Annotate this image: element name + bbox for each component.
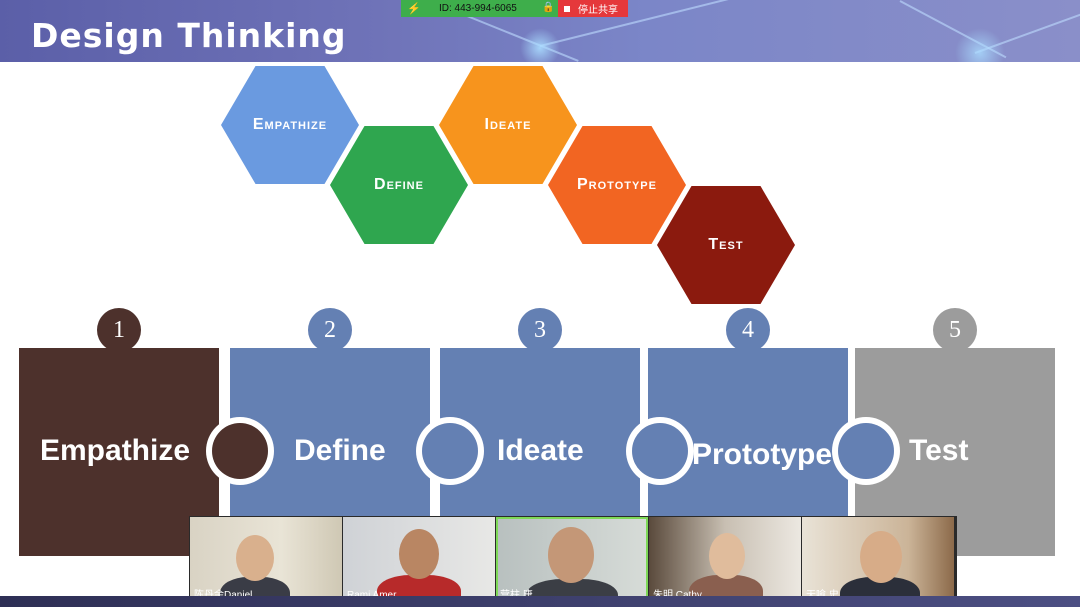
step-number-4: 4 <box>726 308 770 352</box>
participant-tile[interactable]: Rami Amer <box>343 517 495 603</box>
connector-knob-4 <box>838 423 894 479</box>
step-label-2: Define <box>294 434 386 467</box>
share-toolbar: ⚡ ID: 443-994-6065 🔒 停止共享 <box>401 0 628 17</box>
stop-share-label: 停止共享 <box>578 5 618 16</box>
meeting-id: ID: 443-994-6065 <box>439 3 517 14</box>
participant-video-strip: 陈丹余Daniel Rami Amer 营柱 唐 朱明 Cathy 天喻 史 <box>189 516 957 604</box>
hexagon-test: Test <box>657 186 795 304</box>
stop-share-button[interactable]: 停止共享 <box>558 0 628 17</box>
participant-name: 营柱 唐 <box>500 586 533 601</box>
connector-knob-3 <box>632 423 688 479</box>
participant-name: 朱明 Cathy <box>653 586 702 601</box>
lock-icon: 🔒 <box>542 2 555 13</box>
signal-icon: ⚡ <box>407 3 421 15</box>
bottom-bar <box>0 596 1080 607</box>
stop-icon <box>564 5 570 12</box>
step-label-1: Empathize <box>40 434 191 467</box>
participant-name: 陈丹余Daniel <box>194 586 252 601</box>
hexagon-prototype: Prototype <box>548 126 686 244</box>
hexagon-define: Define <box>330 126 468 244</box>
step-number-3: 3 <box>518 308 562 352</box>
participant-tile[interactable]: 天喻 史 <box>802 517 954 603</box>
step-label-4: Prototype <box>692 438 833 471</box>
step-label-5: Test <box>909 434 969 467</box>
participant-tile[interactable]: 营柱 唐 <box>496 517 648 603</box>
slide-title: Design Thinking <box>31 16 347 55</box>
step-number-1: 1 <box>97 308 141 352</box>
connector-knob-2 <box>422 423 478 479</box>
step-number-2: 2 <box>308 308 352 352</box>
participant-name: 天喻 史 <box>806 586 839 601</box>
hexagon-empathize: Empathize <box>221 66 359 184</box>
step-piece-1: Empathize <box>19 348 219 556</box>
participant-name: Rami Amer <box>347 590 396 601</box>
step-label-3: Ideate <box>497 434 584 467</box>
connector-knob-1 <box>212 423 268 479</box>
participant-tile[interactable]: 陈丹余Daniel <box>190 517 342 603</box>
participant-tile[interactable]: 朱明 Cathy <box>649 517 801 603</box>
step-number-5: 5 <box>933 308 977 352</box>
hexagon-ideate: Ideate <box>439 66 577 184</box>
meeting-id-pill[interactable]: ⚡ ID: 443-994-6065 🔒 <box>401 0 558 17</box>
